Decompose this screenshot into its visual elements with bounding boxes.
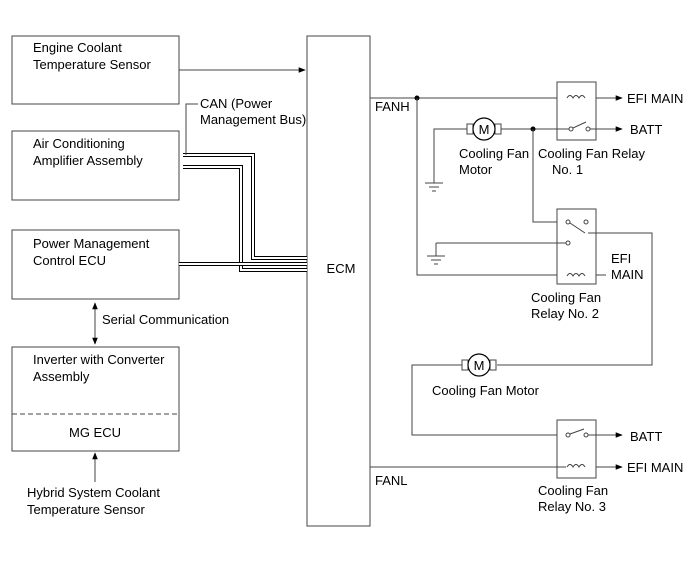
motor-1-symbol: M [479,122,490,137]
motor-to-relay2-wire [532,129,566,223]
relay2-to-motor2-wire [497,232,653,366]
ac-amplifier-line1: Air Conditioning [33,136,125,151]
fanl-label: FANL [375,473,408,488]
relay-2-line2: Relay No. 2 [531,306,599,321]
cooling-fan-motor-2: M Cooling Fan Motor [411,353,566,436]
relay-3-line1: Cooling Fan [538,483,608,498]
fan-motor-1-line1: Cooling Fan [459,146,529,161]
relay-3-line2: Relay No. 3 [538,499,606,514]
efi-main-top-label: EFI MAIN [627,91,683,106]
fan-motor-1-line2: Motor [459,162,493,177]
relay-1-line1: Cooling Fan Relay [538,146,645,161]
ac-amplifier-line2: Amplifier Assembly [33,153,143,168]
fanh-to-relay2-coil [416,98,558,276]
motor-2-symbol: M [474,358,485,373]
batt-top-label: BATT [630,122,662,137]
power-management-ecu-line2: Control ECU [33,253,106,268]
power-management-ecu-block: Power Management Control ECU [11,229,180,300]
relay-2-line1: Cooling Fan [531,290,601,305]
mg-ecu-label: MG ECU [69,425,121,440]
engine-coolant-sensor-line2: Temperature Sensor [33,57,151,72]
ac-amplifier-block: Air Conditioning Amplifier Assembly [11,130,180,201]
batt-bottom-label: BATT [630,429,662,444]
hybrid-sensor-line2: Temperature Sensor [27,502,145,517]
can-bus-label-line2: Management Bus) [200,112,306,127]
inverter-block: Inverter with Converter Assembly MG ECU [11,346,180,452]
engine-coolant-sensor-block: Engine Coolant Temperature Sensor [11,35,180,105]
fan-motor-2-label: Cooling Fan Motor [432,383,540,398]
ecm-block: ECM [306,35,371,527]
can-bus-label-line1: CAN (Power [200,96,273,111]
cooling-fan-motor-1: M Cooling Fan Motor [425,117,536,192]
inverter-line1: Inverter with Converter [33,352,165,367]
efi-main-mid-line2: MAIN [611,267,644,282]
efi-main-mid-line1: EFI [611,251,631,266]
inverter-line2: Assembly [33,369,90,384]
fanh-label: FANH [375,99,410,114]
cooling-fan-relay-2: Cooling Fan Relay No. 2 [531,208,601,321]
can-bus: CAN (Power Management Bus) [179,96,307,272]
serial-label: Serial Communication [102,312,229,327]
cooling-fan-relay-3: Cooling Fan Relay No. 3 [538,419,608,514]
hybrid-sensor-line1: Hybrid System Coolant [27,485,160,500]
efi-main-bottom-label: EFI MAIN [627,460,683,475]
relay-1-line2: No. 1 [552,162,583,177]
engine-coolant-sensor-line1: Engine Coolant [33,40,122,55]
cooling-fan-relay-1: Cooling Fan Relay No. 1 [536,81,645,177]
ecm-label: ECM [327,261,356,276]
power-management-ecu-line1: Power Management [33,236,150,251]
